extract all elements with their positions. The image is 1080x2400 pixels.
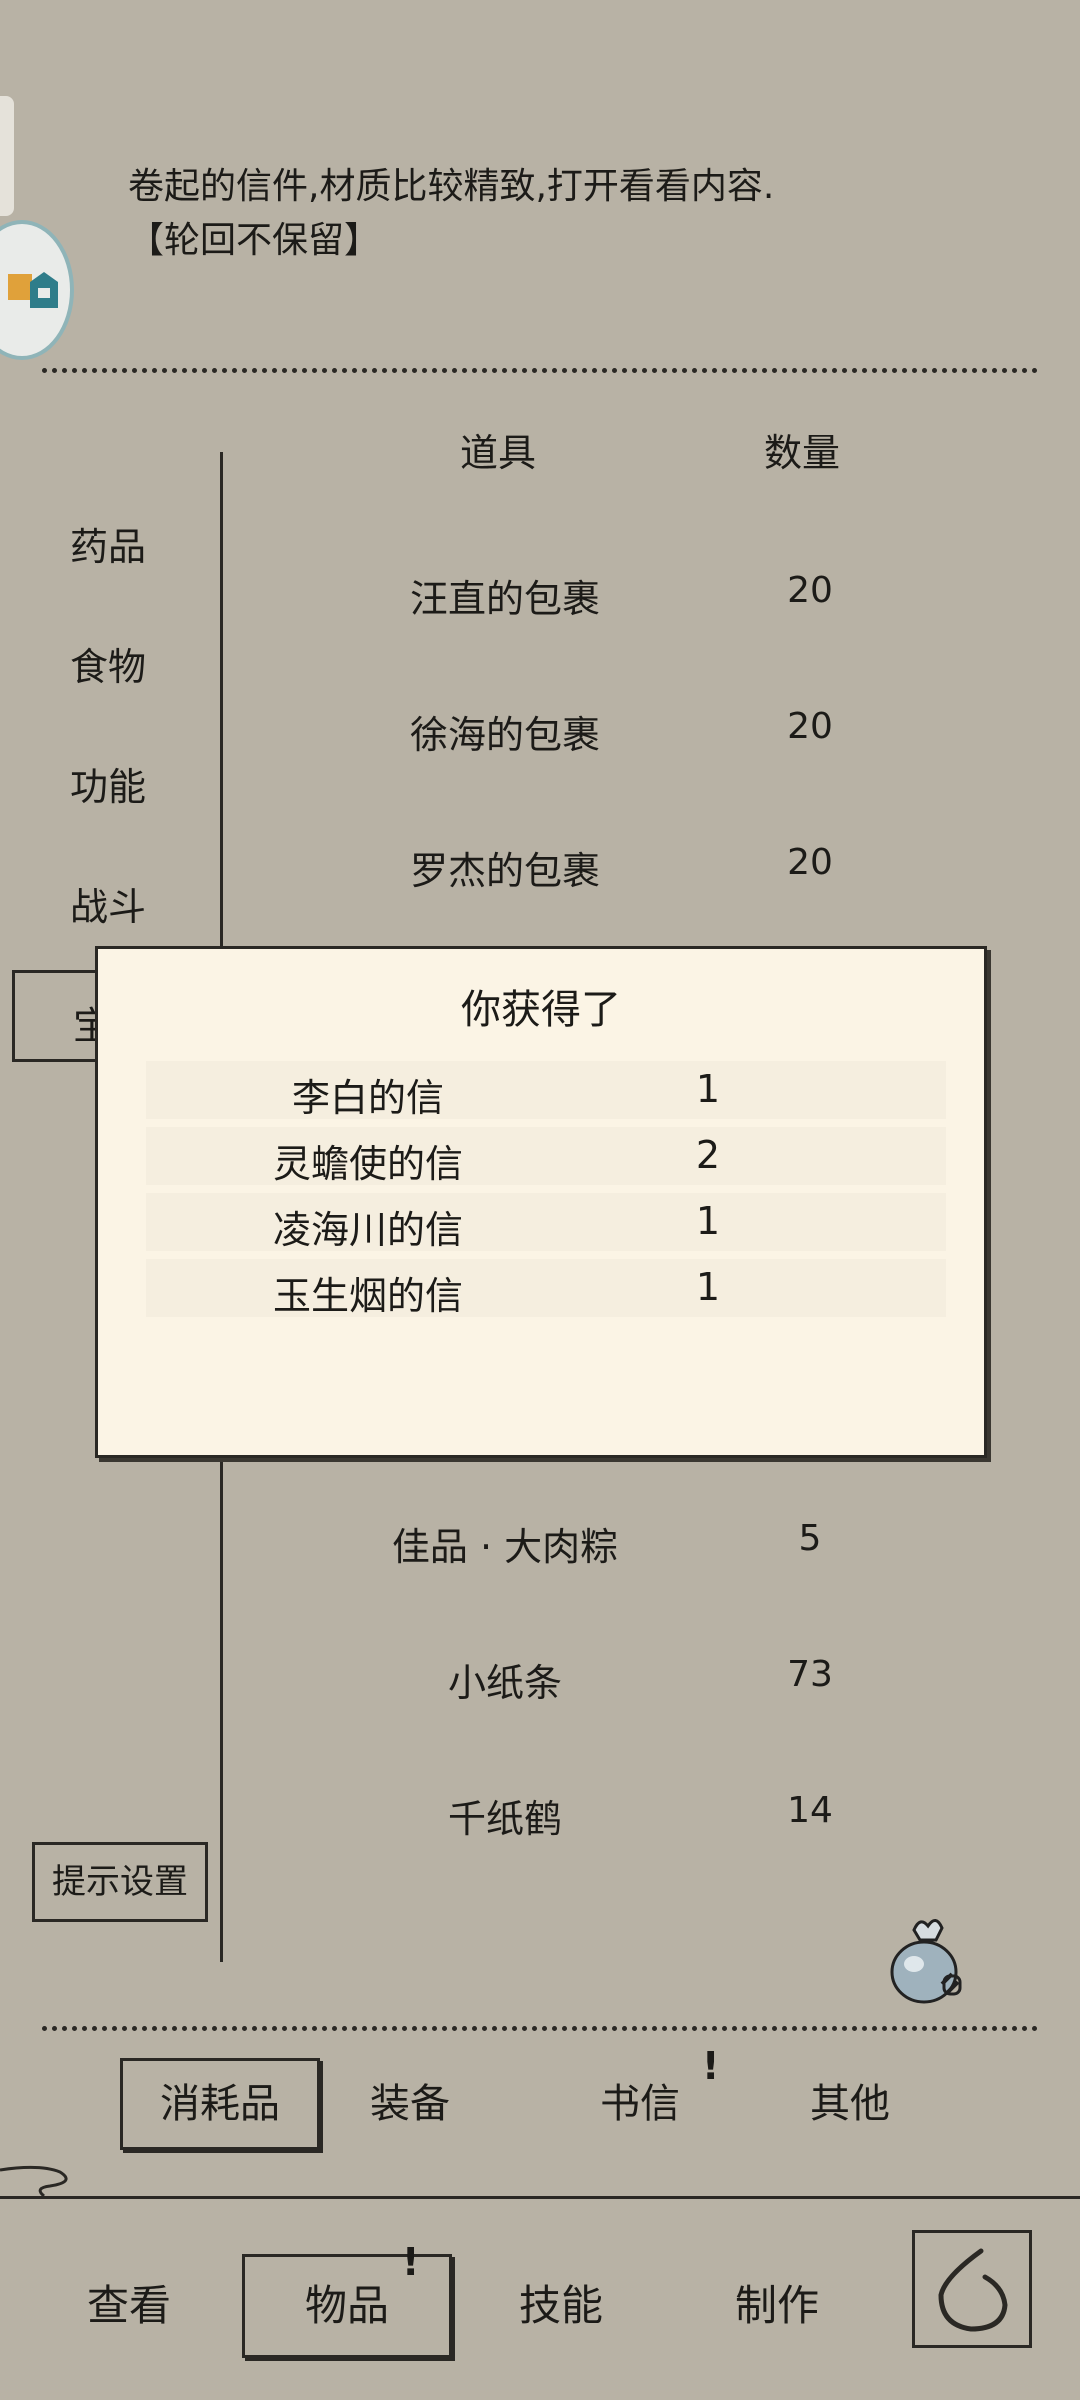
ink-swirl-icon [0, 2165, 68, 2198]
item-row-name[interactable]: 汪直的包裹 [409, 577, 600, 621]
item-row-qty: 20 [787, 842, 833, 883]
money-bag-icon[interactable] [884, 1910, 970, 2014]
category-combat[interactable]: 战斗 [70, 885, 147, 929]
reward-item-qty: 1 [695, 1067, 721, 1111]
back-arrow-icon [938, 2248, 1008, 2332]
back-button[interactable] [912, 2230, 1032, 2348]
subtab-consumables-label: 消耗品 [160, 2081, 280, 2127]
item-row-name[interactable]: 罗杰的包裹 [409, 849, 600, 893]
item-row-qty: 20 [787, 570, 833, 611]
reward-item-name: 灵蟾使的信 [272, 1142, 463, 1186]
divider-bottom [42, 2026, 1038, 2031]
side-drawer-handle[interactable] [0, 96, 14, 216]
subtab-letters-badge: ! [702, 2044, 720, 2088]
subtab-others[interactable]: 其他 [750, 2058, 950, 2150]
item-row-name[interactable]: 佳品 · 大肉粽 [391, 1525, 619, 1569]
reward-dialog-title: 你获得了 [461, 987, 621, 1033]
description-line-1: 卷起的信件,材质比较精致,打开看看内容. [128, 166, 775, 207]
subtab-letters-label: 书信 [600, 2081, 680, 2127]
reward-dialog[interactable]: 你获得了 李白的信 1 灵蟾使的信 2 凌海川的信 1 玉生烟的信 1 [95, 946, 987, 1458]
column-header-item: 道具 [460, 431, 537, 475]
description-line-2: 【轮回不保留】 [128, 220, 381, 261]
reward-item-qty: 1 [695, 1265, 721, 1309]
nav-separator [0, 2196, 1080, 2199]
nav-view-label: 查看 [86, 2281, 171, 2330]
nav-craft-label: 制作 [734, 2281, 819, 2330]
reward-row-bg [146, 1061, 946, 1119]
subtab-equipment-label: 装备 [370, 2081, 450, 2127]
reward-item-name: 玉生烟的信 [272, 1274, 463, 1318]
item-description: 卷起的信件,材质比较精致,打开看看内容. 【轮回不保留】 [128, 160, 774, 268]
nav-skills[interactable]: 技能 [456, 2254, 666, 2358]
app-avatar-icon[interactable] [0, 220, 74, 360]
divider-top [42, 368, 1038, 373]
item-row-qty: 20 [787, 706, 833, 747]
subtab-others-label: 其他 [810, 2081, 890, 2127]
item-row-qty: 73 [787, 1654, 833, 1695]
reward-item-name: 李白的信 [291, 1076, 444, 1120]
item-row-name[interactable]: 徐海的包裹 [409, 713, 600, 757]
category-food[interactable]: 食物 [70, 645, 147, 689]
nav-craft[interactable]: 制作 [672, 2254, 882, 2358]
reward-item-qty: 1 [695, 1199, 721, 1243]
reward-row-bg [146, 1259, 946, 1317]
subtab-consumables[interactable]: 消耗品 [120, 2058, 320, 2150]
reward-row-bg [146, 1193, 946, 1251]
reward-item-qty: 2 [695, 1133, 721, 1177]
item-row-name[interactable]: 小纸条 [447, 1661, 562, 1705]
hint-settings-button[interactable]: 提示设置 [32, 1842, 208, 1922]
item-row-qty: 14 [787, 1790, 833, 1831]
category-medicine[interactable]: 药品 [70, 525, 147, 569]
item-row-name[interactable]: 千纸鹤 [447, 1797, 562, 1841]
nav-items-label: 物品 [304, 2281, 389, 2330]
subtab-letters[interactable]: 书信 [540, 2058, 740, 2150]
category-function[interactable]: 功能 [70, 765, 147, 809]
reward-row-bg [146, 1127, 946, 1185]
nav-items[interactable]: 物品 [242, 2254, 452, 2358]
reward-item-name: 凌海川的信 [272, 1208, 463, 1252]
subtab-equipment[interactable]: 装备 [310, 2058, 510, 2150]
nav-items-badge: ! [402, 2240, 420, 2284]
column-header-qty: 数量 [764, 431, 841, 475]
nav-skills-label: 技能 [518, 2281, 603, 2330]
nav-view[interactable]: 查看 [24, 2254, 234, 2358]
item-row-qty: 5 [798, 1518, 822, 1559]
